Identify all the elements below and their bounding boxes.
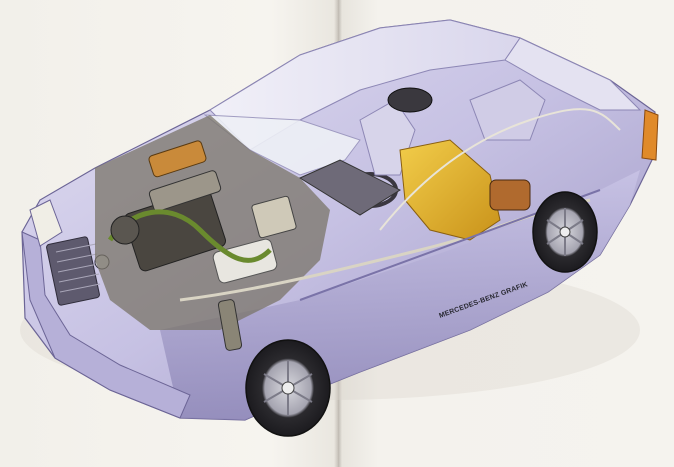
spare-wheel <box>387 87 433 113</box>
grille-slats <box>55 243 101 293</box>
rear-axle-differential <box>489 179 531 211</box>
front-bumper <box>21 231 191 419</box>
front-wheel-hub <box>281 381 295 395</box>
battery <box>251 195 297 239</box>
radiator-grille <box>46 236 100 306</box>
cylinder-head <box>148 170 222 212</box>
dashboard <box>298 159 402 216</box>
fan-pulley <box>110 215 140 245</box>
rear-seat <box>469 79 546 141</box>
rear-wheel-hub <box>559 226 571 238</box>
side-window <box>504 37 642 111</box>
headlight-left <box>29 199 63 247</box>
brake-line <box>379 108 621 231</box>
fuel-tank <box>399 139 501 241</box>
spring-strut <box>217 299 243 351</box>
rear-light <box>641 109 659 161</box>
intake-manifold <box>148 140 207 178</box>
